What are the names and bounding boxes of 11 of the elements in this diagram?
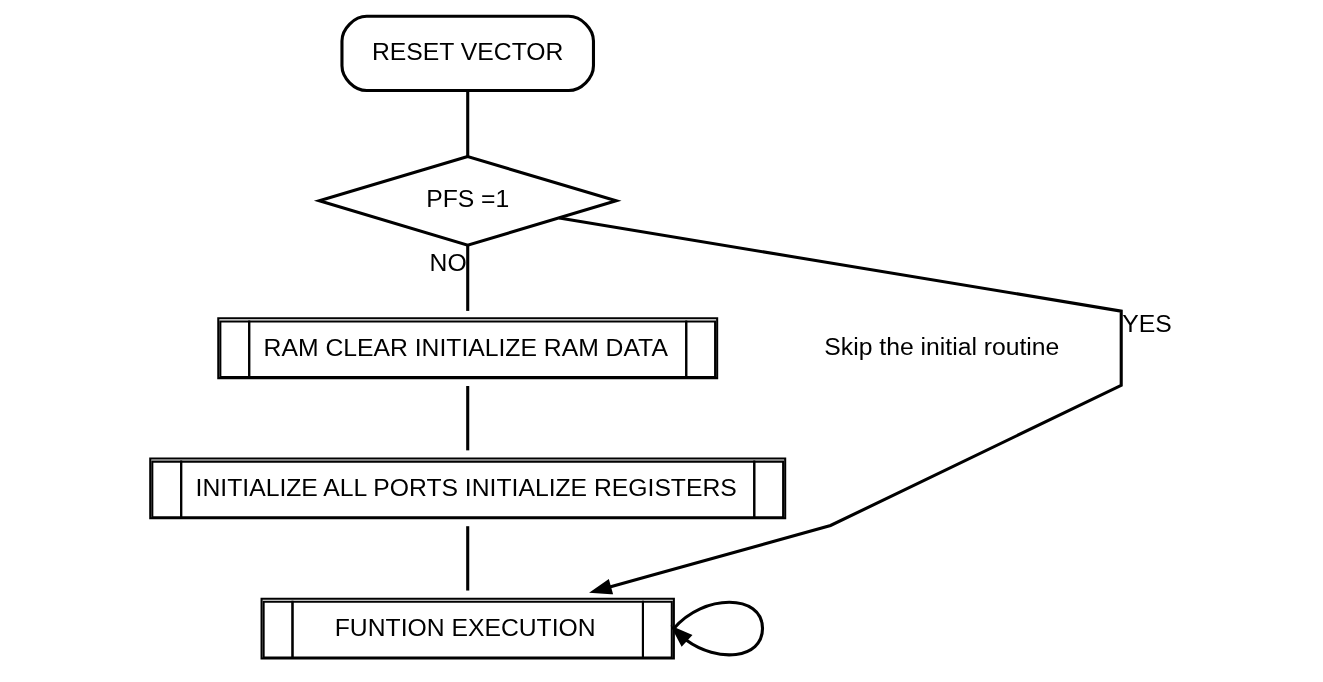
label: Skip the initial routine (824, 332, 1060, 360)
connector (466, 386, 470, 451)
edge-label: YES (1122, 310, 1172, 338)
connector (466, 90, 470, 157)
edge-label: NO (429, 249, 467, 277)
arrow (559, 216, 1123, 595)
connector (466, 245, 470, 311)
connector (466, 526, 470, 591)
arrow (670, 600, 765, 657)
node-diamond: PFS =1 (313, 154, 622, 247)
node-box: RESET VECTOR (340, 14, 595, 93)
